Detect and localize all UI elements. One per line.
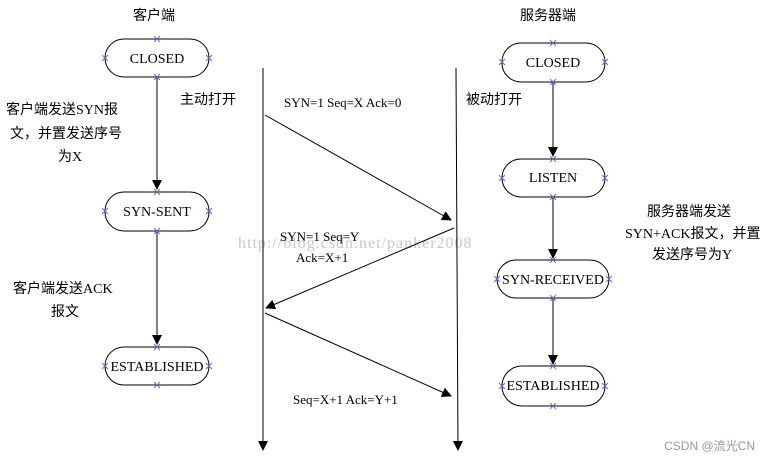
svg-text:发送序号为Y: 发送序号为Y — [652, 247, 732, 263]
watermark-text: http://blog.csdn.net/panker2008 — [238, 235, 473, 252]
svg-text:SYN+ACK报文，并置: SYN+ACK报文，并置 — [625, 226, 760, 242]
synack-message-arrow — [265, 227, 455, 310]
client-ack-note: 客户端发送ACK 报文 — [13, 280, 113, 320]
client-header: 客户端 — [133, 7, 175, 24]
svg-text:ESTABLISHED: ESTABLISHED — [507, 379, 600, 394]
active-open-label: 主动打开 — [180, 91, 236, 108]
client-state-closed: CLOSED — [101, 35, 213, 81]
svg-text:为X: 为X — [58, 149, 82, 165]
server-state-closed: CLOSED — [498, 39, 609, 86]
synack-message-label-line1: SYN=1 Seq=Y — [280, 229, 360, 244]
server-state-listen: LISTEN — [498, 155, 609, 201]
svg-text:服务器端发送: 服务器端发送 — [647, 204, 731, 220]
server-state-syn-received: SYN-RECEIVED — [493, 256, 613, 302]
csdn-brand-mark: CSDN @流光CN — [664, 439, 755, 453]
svg-text:SYN-RECEIVED: SYN-RECEIVED — [502, 273, 604, 288]
svg-text:ESTABLISHED: ESTABLISHED — [111, 360, 204, 375]
syn-message-arrow — [264, 114, 452, 221]
svg-text:SYN-SENT: SYN-SENT — [123, 205, 191, 220]
syn-message-label: SYN=1 Seq=X Ack=0 — [284, 95, 401, 110]
synack-message-label-line2: Ack=X+1 — [296, 250, 348, 265]
svg-text:文，并置发送序号: 文，并置发送序号 — [10, 126, 122, 142]
client-state-syn-sent: SYN-SENT — [101, 188, 213, 235]
ack-message-arrow — [264, 312, 452, 397]
svg-text:LISTEN: LISTEN — [529, 171, 577, 186]
server-header: 服务器端 — [520, 8, 576, 24]
svg-text:客户端发送ACK: 客户端发送ACK — [13, 280, 113, 297]
server-timeline — [452, 67, 463, 451]
client-syn-note: 客户端发送SYN报 文，并置发送序号 为X — [6, 101, 122, 165]
client-state-established: ESTABLISHED — [101, 343, 213, 389]
svg-text:客户端发送SYN报: 客户端发送SYN报 — [6, 101, 118, 118]
ack-message-label: Seq=X+1 Ack=Y+1 — [293, 392, 398, 407]
svg-text:CLOSED: CLOSED — [526, 56, 580, 71]
svg-text:报文: 报文 — [51, 304, 79, 320]
server-synack-note: 服务器端发送 SYN+ACK报文，并置 发送序号为Y — [625, 204, 760, 263]
svg-text:CLOSED: CLOSED — [130, 52, 184, 67]
passive-open-label: 被动打开 — [466, 91, 522, 108]
server-state-established: ESTABLISHED — [498, 362, 609, 410]
